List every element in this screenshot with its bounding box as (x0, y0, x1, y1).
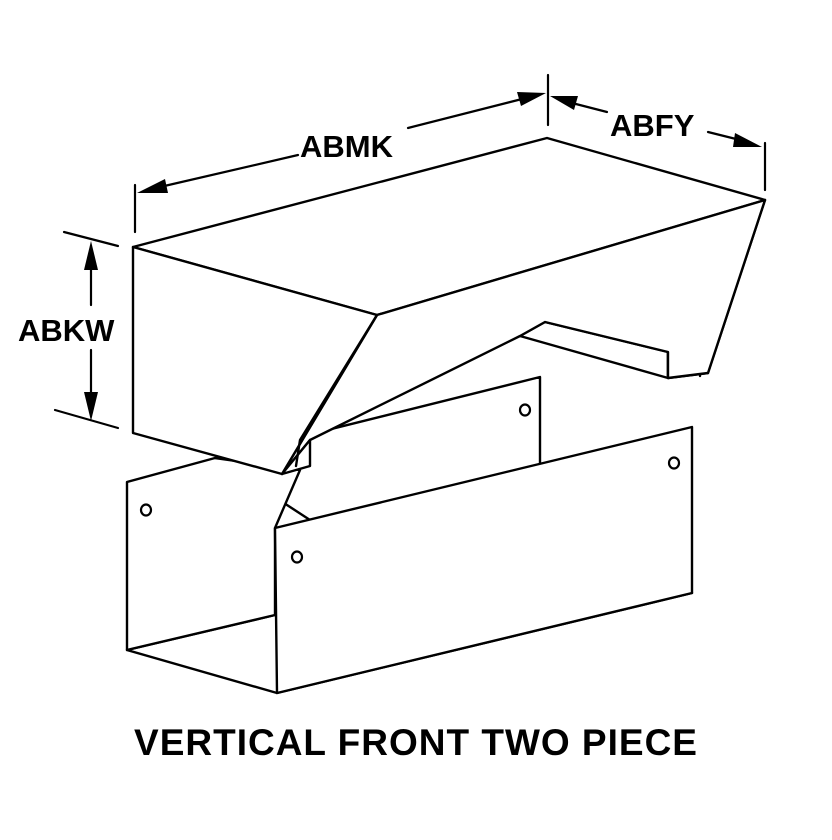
diagram-caption: VERTICAL FRONT TWO PIECE (134, 722, 698, 763)
arrow-head (84, 241, 98, 270)
arrow-head (84, 392, 98, 421)
dimension-height: ABKW (18, 230, 120, 430)
dimension-label-height: ABKW (18, 313, 115, 348)
arrow-head (137, 179, 168, 193)
arrow-head (733, 133, 762, 147)
channel-front-wall (273, 425, 694, 695)
arrow-head (550, 96, 578, 110)
arrow-head (517, 92, 546, 106)
upper-hood-piece (131, 136, 767, 476)
lower-channel-piece (125, 375, 694, 695)
hood-lip (280, 438, 312, 476)
dimension-depth: ABFY (550, 96, 767, 192)
mounting-hole (139, 503, 153, 517)
dimension-length: ABMK (133, 73, 550, 234)
dimension-label-depth: ABFY (610, 108, 695, 143)
mounting-hole (518, 403, 532, 417)
mounting-hole (667, 456, 681, 470)
dimension-label-length: ABMK (300, 129, 394, 164)
mounting-hole (290, 550, 304, 564)
